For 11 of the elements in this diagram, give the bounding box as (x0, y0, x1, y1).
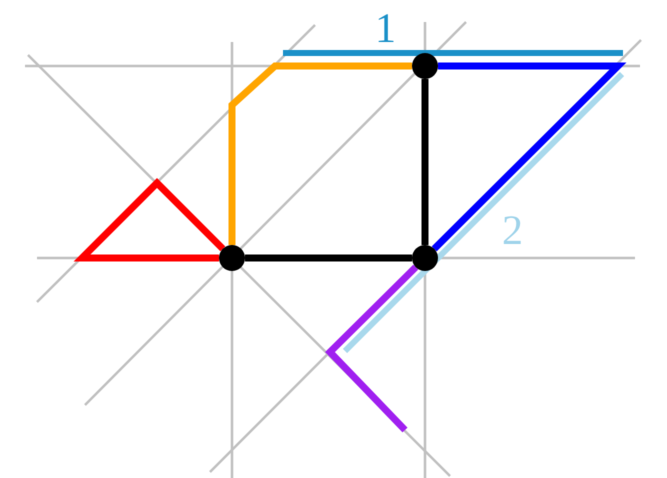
path-number: 2 (502, 210, 523, 252)
path-line (325, 264, 418, 432)
path-line (432, 62, 626, 252)
path-line (245, 254, 412, 262)
vertex-dot (412, 245, 438, 271)
path-number: 1 (375, 8, 396, 50)
path-line (74, 178, 226, 262)
vertex-dot (412, 53, 438, 79)
path-line (228, 62, 412, 245)
path-line (422, 79, 428, 245)
vertex-dot (219, 245, 245, 271)
